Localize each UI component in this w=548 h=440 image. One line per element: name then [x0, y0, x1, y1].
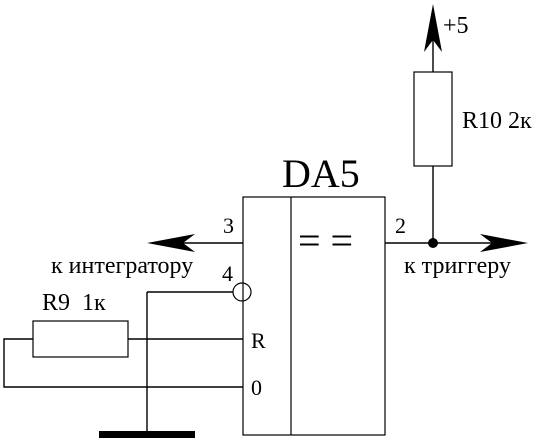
supply-label: +5 [443, 13, 469, 39]
inversion-bubble [232, 282, 252, 302]
arrow-left [147, 234, 195, 252]
chip-body [242, 196, 386, 436]
r10-label: R10 2к [462, 108, 532, 134]
arrow-up-supply [424, 4, 442, 52]
pin-label-2: 2 [395, 213, 406, 238]
pin-label-0: 0 [251, 375, 262, 400]
arrow-right [480, 234, 528, 252]
net-label-trigger: к триггеру [404, 253, 511, 279]
pin-label-3: 3 [223, 213, 234, 238]
wire-r9-loop [3, 338, 243, 388]
resistor-r10 [413, 71, 453, 167]
net-label-integrator: к интегратору [51, 253, 193, 279]
ground-bar [99, 431, 195, 438]
r9-label: R9 1к [42, 290, 106, 316]
pin-label-4: 4 [222, 261, 233, 286]
resistor-r9 [32, 320, 129, 358]
pin-label-r: R [251, 328, 266, 353]
chip-function-symbol: = = [298, 218, 353, 263]
chip-title: DA5 [282, 151, 360, 196]
